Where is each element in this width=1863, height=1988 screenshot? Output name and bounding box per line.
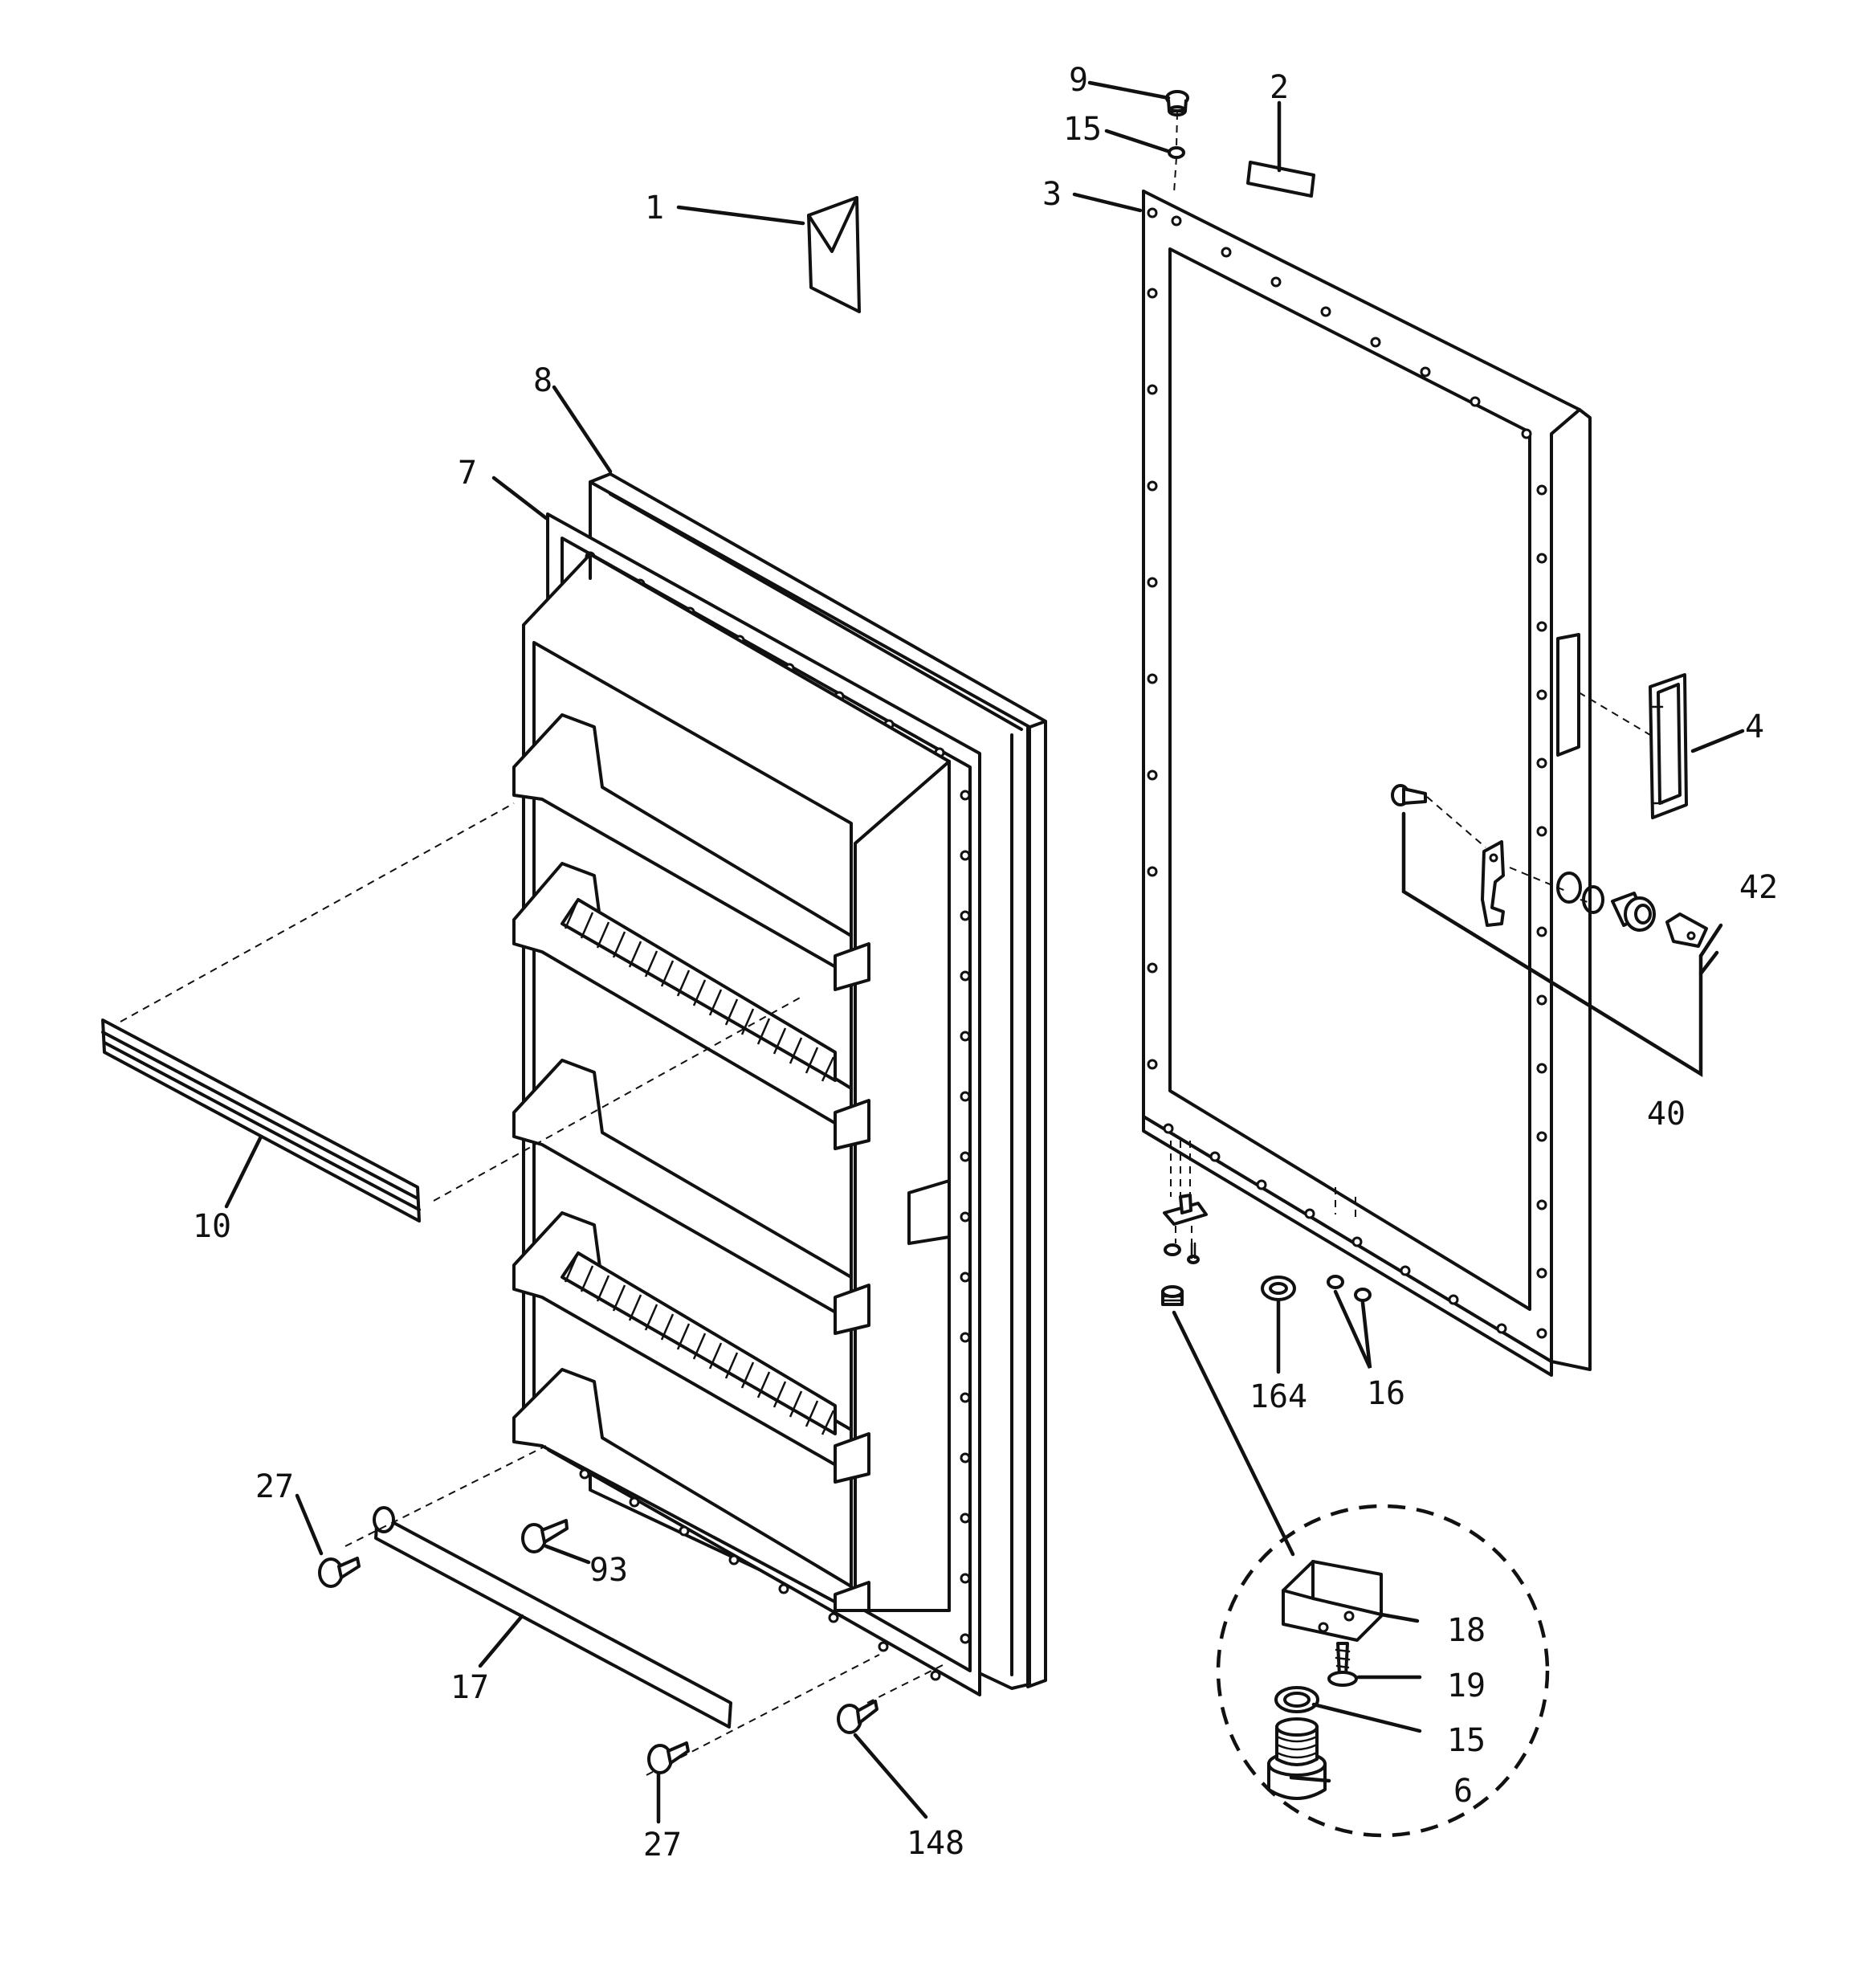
callout-9: 9 [1069, 62, 1088, 99]
callout-42: 42 [1739, 869, 1778, 906]
leader-detail [1172, 1310, 1295, 1557]
liner-ribs-lower [561, 1251, 837, 1435]
callout-7: 7 [458, 455, 477, 492]
part-27-screw-bottom [647, 1741, 690, 1774]
part-4-handle [1649, 673, 1688, 819]
part-16-plugs [1327, 1275, 1372, 1302]
callout-18: 18 [1447, 1612, 1486, 1649]
part-10-shelf-rail [101, 1018, 421, 1223]
part-3-outer-door-panel [1142, 190, 1592, 1377]
callout-15-detail: 15 [1447, 1722, 1486, 1759]
part-19-screw [1327, 1642, 1358, 1687]
dashed-guide-top [1173, 112, 1178, 194]
part-6-plug [1267, 1717, 1327, 1800]
hinge-plug-small [1161, 1285, 1184, 1306]
callout-2: 2 [1270, 69, 1289, 106]
detail-circle [1216, 1504, 1550, 1838]
part-17-bottom-strip [373, 1506, 732, 1729]
lock-screw [1391, 784, 1427, 806]
dashed-guide-hinge [1170, 1141, 1356, 1243]
callout-4: 4 [1745, 708, 1764, 745]
hinge-screw-small [1187, 1242, 1200, 1264]
part-27-screw-left [318, 1557, 361, 1588]
part-164-bushing [1261, 1276, 1296, 1301]
callout-19: 19 [1447, 1668, 1486, 1704]
part-15-top-washer [1168, 146, 1185, 159]
hinge-bracket-small [1163, 1194, 1208, 1226]
callout-1: 1 [645, 190, 664, 227]
callout-27-bottom: 27 [643, 1827, 682, 1863]
lock-latch-hook [1481, 840, 1505, 927]
part-1-envelope [807, 196, 861, 313]
part-148-screw [837, 1700, 879, 1734]
callout-labels: 1 2 3 4 6 7 8 9 10 15 15 16 17 18 19 27 … [193, 62, 1778, 1863]
dashed-guide-rail [120, 802, 804, 1202]
dashed-guide-handle [1578, 692, 1651, 736]
part-9-top-plug [1165, 90, 1189, 116]
lock-cylinder [1611, 892, 1656, 932]
callout-40: 40 [1647, 1096, 1686, 1133]
panel-screw-holes [1147, 207, 1547, 1339]
callout-15-top: 15 [1063, 111, 1102, 148]
part-15-washer [1274, 1686, 1319, 1713]
callout-10: 10 [193, 1208, 231, 1245]
bracket-40 [1401, 811, 1703, 1078]
callout-3: 3 [1042, 176, 1062, 213]
leader-lines [224, 80, 1745, 1824]
lock-o-ring [1582, 885, 1604, 914]
callout-164: 164 [1249, 1378, 1307, 1415]
hinge-washer-small [1164, 1243, 1181, 1256]
part-2-label [1246, 161, 1315, 198]
callout-8: 8 [533, 362, 552, 399]
callout-6: 6 [1453, 1773, 1473, 1810]
dashed-guide-strip [344, 1445, 948, 1776]
part-42-key [1665, 912, 1708, 948]
callout-27-left: 27 [255, 1468, 294, 1505]
part-93-screw [521, 1519, 569, 1553]
liner-ribs-upper [561, 898, 837, 1082]
part-7-inner-liner [512, 512, 981, 1696]
callout-148: 148 [907, 1825, 964, 1862]
callout-93: 93 [589, 1552, 628, 1589]
part-18-hinge-bracket [1282, 1560, 1383, 1642]
callout-16: 16 [1367, 1375, 1405, 1412]
callout-17: 17 [450, 1669, 489, 1706]
